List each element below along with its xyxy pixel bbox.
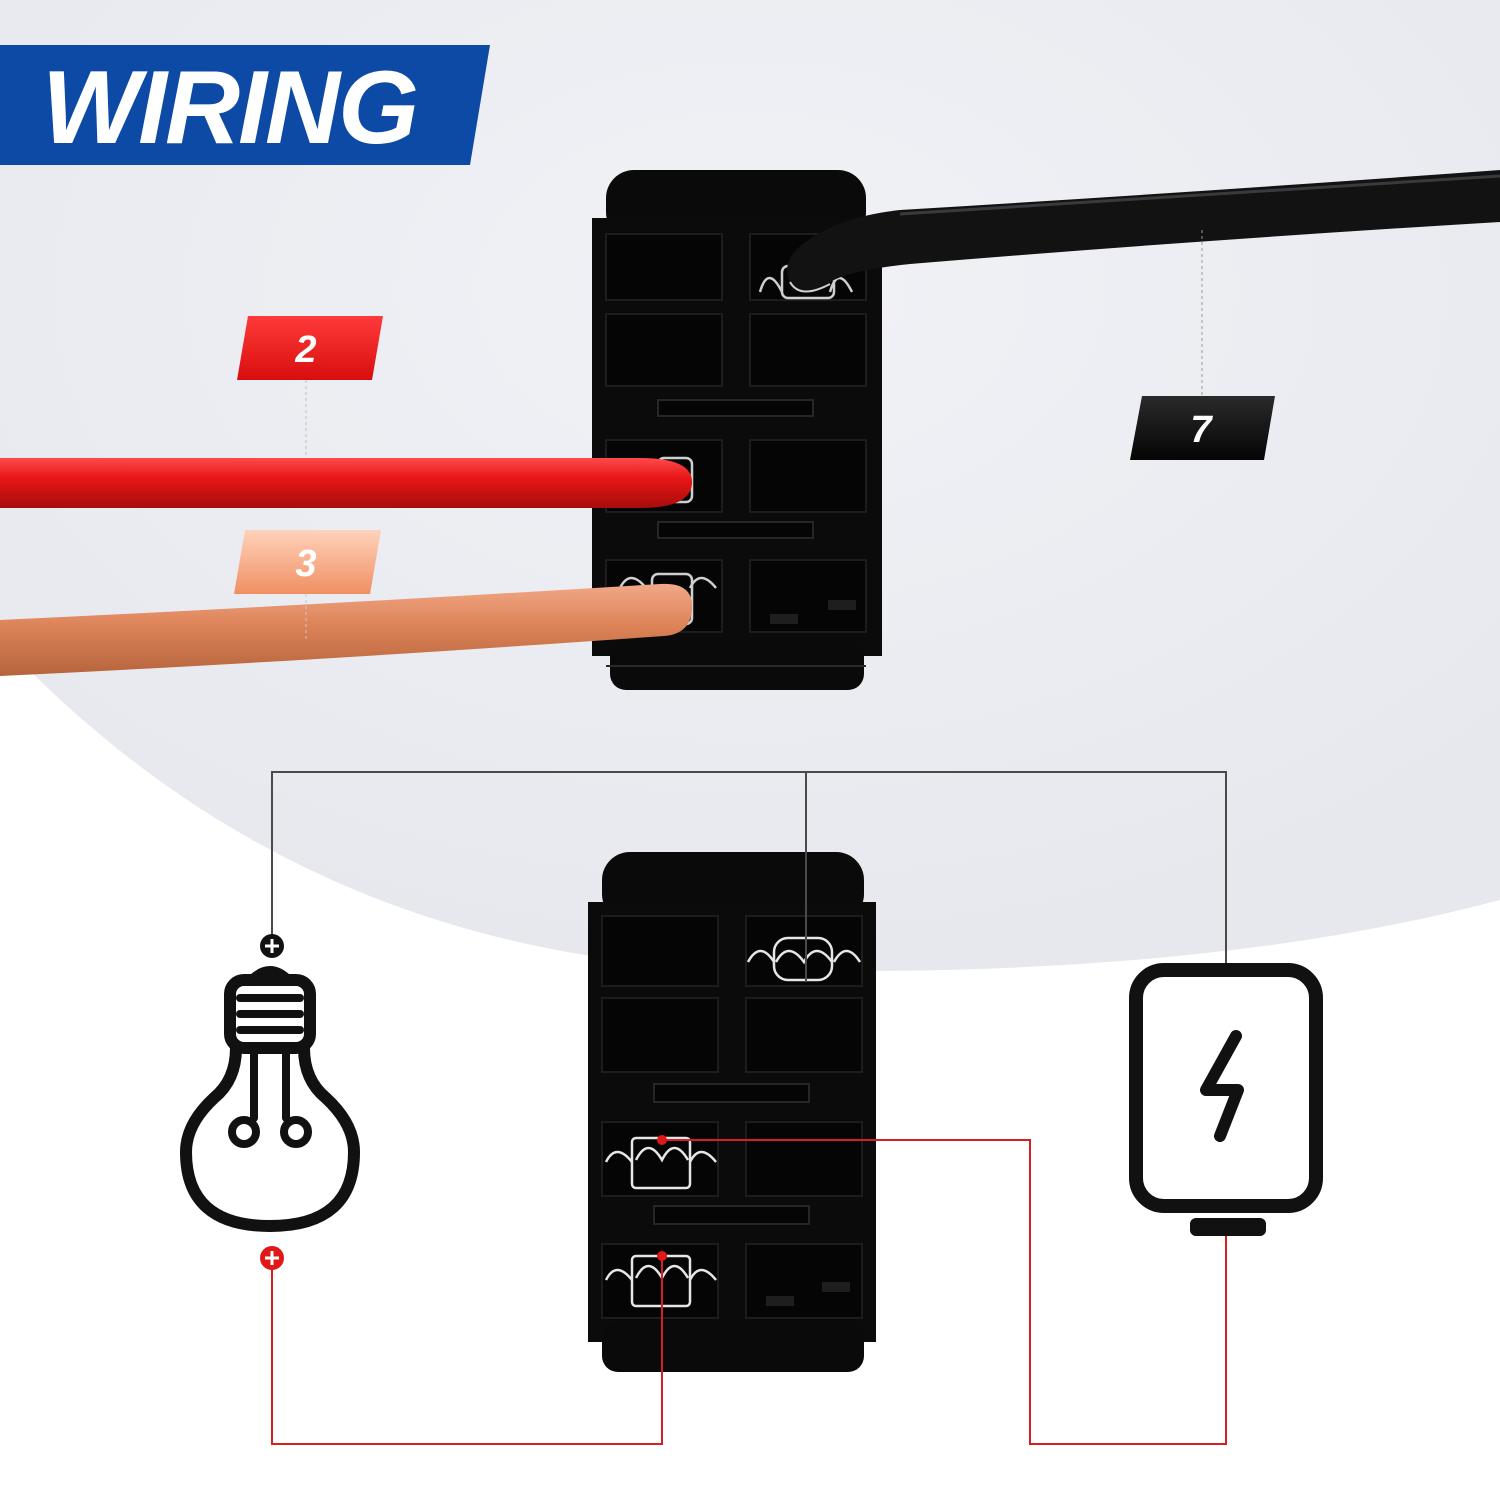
orange-wire <box>0 583 692 676</box>
circuit-positive-line <box>271 1139 1227 1445</box>
plus-icon <box>260 1246 284 1270</box>
wire-label-7-text: 7 <box>1190 409 1213 451</box>
terminal-dot-2 <box>657 1135 667 1145</box>
terminal-dot-3 <box>657 1251 667 1261</box>
wiring-banner: WIRING <box>0 45 490 166</box>
circuit-ground-line <box>271 771 1227 982</box>
plus-icon <box>260 934 284 958</box>
wire-label-2: 2 <box>237 316 383 380</box>
rocker-switch-top <box>592 170 882 690</box>
banner-title: WIRING <box>42 50 417 166</box>
wire-label-7: 7 <box>1130 396 1275 460</box>
red-wire <box>0 458 692 508</box>
wire-label-3: 3 <box>234 530 381 594</box>
light-bulb-icon <box>180 966 360 1232</box>
wire-label-2-text: 2 <box>294 329 316 371</box>
power-supply-icon <box>1129 963 1323 1236</box>
wire-label-3-text: 3 <box>295 543 316 585</box>
rocker-switch-bottom <box>588 852 876 1372</box>
black-wire <box>787 170 1500 293</box>
